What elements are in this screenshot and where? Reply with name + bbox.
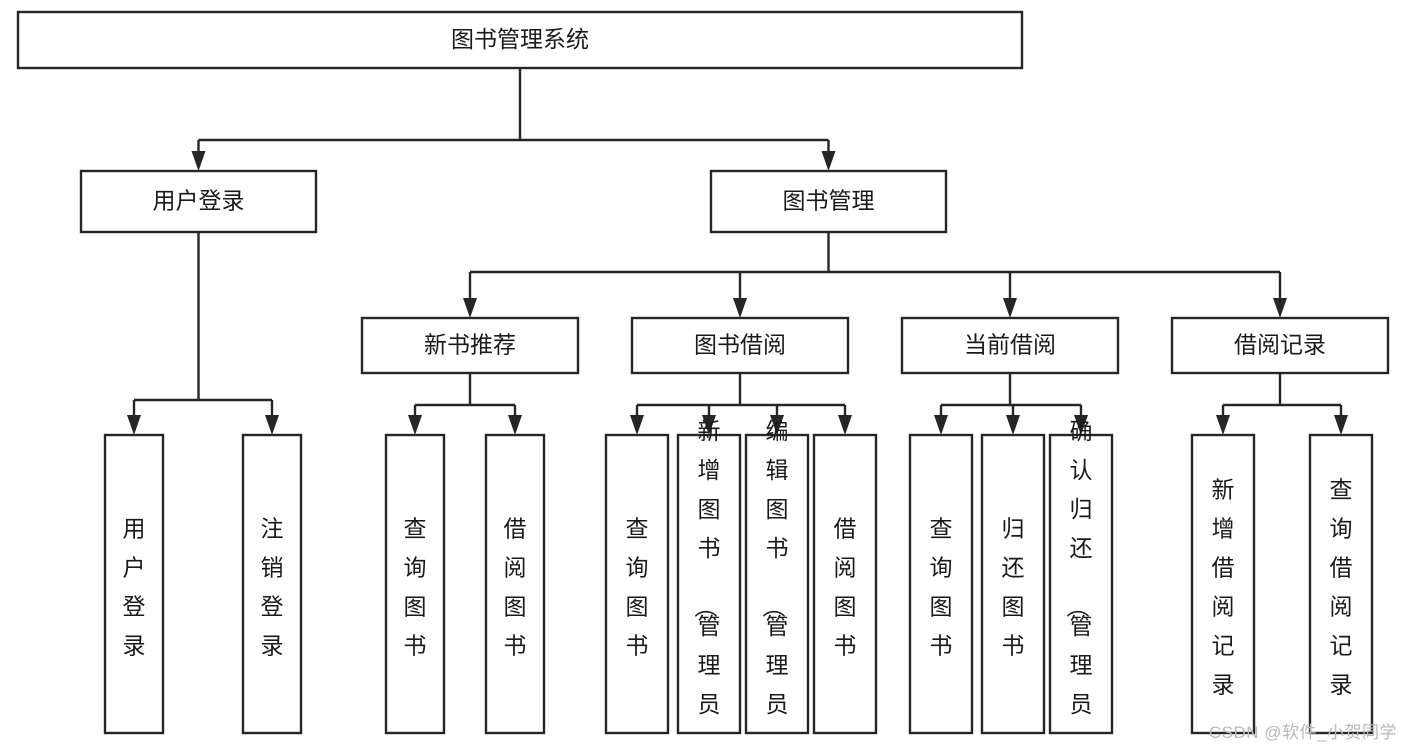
node-leaf-edit-book[interactable]: 编辑图书（管理员） [744,418,810,747]
node-label-leaf-borrow-book-1: 借阅图书 [504,515,527,658]
arrow-icon-leaf-add-book [702,415,716,435]
csdn-watermark: CSDN @软件_小贺同学 [1208,723,1397,742]
arrow-icon-book-manage [821,151,836,171]
node-label-leaf-user-login: 用户登录 [123,515,146,658]
node-box-leaf-user-login [103,433,165,735]
arrow-icon-leaf-return-book [1006,415,1020,435]
node-box-user-login [79,169,318,234]
arrow-icon-leaf-add-record [1216,415,1230,435]
arrow-icon-leaf-confirm-return [1074,415,1088,435]
node-label-leaf-add-record: 新增借阅记录 [1212,476,1235,697]
arrow-icon-leaf-query-book-3 [934,415,948,435]
node-label-leaf-query-record: 查询借阅记录 [1330,476,1353,697]
arrow-icon-borrow-record [1273,298,1287,318]
node-leaf-query-book-1[interactable]: 查询图书 [384,433,446,735]
node-label-leaf-edit-book: 编辑图书（管理员） [761,418,789,747]
node-leaf-add-book[interactable]: 新增图书（管理员） [676,418,742,747]
node-label-borrow-record: 借阅记录 [1234,332,1326,358]
node-box-leaf-query-record [1308,433,1374,735]
node-root[interactable]: 图书管理系统 [16,10,1024,70]
node-book-borrow[interactable]: 图书借阅 [630,316,850,375]
node-box-current-borrow [900,316,1120,375]
node-leaf-query-book-3[interactable]: 查询图书 [908,433,974,735]
node-box-leaf-user-logout [241,433,303,735]
node-label-leaf-return-book: 归还图书 [1002,515,1025,658]
node-box-book-manage [709,169,948,234]
node-label-leaf-query-book-1: 查询图书 [404,515,427,658]
node-box-leaf-add-book [676,433,742,735]
node-book-manage[interactable]: 图书管理 [709,169,948,234]
arrow-icon-leaf-borrow-book-1 [508,415,522,435]
node-label-current-borrow: 当前借阅 [964,332,1056,358]
node-leaf-confirm-return[interactable]: 确认归还（管理员） [1048,418,1114,747]
node-new-book-rec[interactable]: 新书推荐 [360,316,580,375]
node-label-leaf-confirm-return: 确认归还（管理员） [1065,418,1093,747]
node-box-leaf-borrow-book-1 [484,433,546,735]
arrow-icon-user-login [191,151,206,171]
node-leaf-add-record[interactable]: 新增借阅记录 [1190,433,1256,735]
node-leaf-query-record[interactable]: 查询借阅记录 [1308,433,1374,735]
arrow-icon-leaf-query-book-2 [630,415,644,435]
node-box-new-book-rec [360,316,580,375]
node-borrow-record[interactable]: 借阅记录 [1170,316,1390,375]
node-label-leaf-query-book-2: 查询图书 [626,515,649,658]
node-layer: 图书管理系统用户登录图书管理新书推荐图书借阅当前借阅借阅记录用户登录注销登录查询… [16,10,1390,747]
arrow-icon-leaf-borrow-book-2 [838,415,852,435]
arrow-icon-book-borrow [733,298,747,318]
node-box-leaf-query-book-2 [604,433,670,735]
node-user-login[interactable]: 用户登录 [79,169,318,234]
node-label-user-login: 用户登录 [153,188,245,214]
node-label-leaf-user-logout: 注销登录 [261,515,284,658]
arrow-icon-leaf-user-logout [265,415,279,435]
node-box-leaf-return-book [980,433,1046,735]
node-leaf-user-login[interactable]: 用户登录 [103,433,165,735]
node-label-leaf-borrow-book-2: 借阅图书 [834,515,857,658]
node-leaf-return-book[interactable]: 归还图书 [980,433,1046,735]
node-box-leaf-add-record [1190,433,1256,735]
node-box-leaf-borrow-book-2 [812,433,878,735]
node-label-leaf-query-book-3: 查询图书 [930,515,953,658]
connector-layer [127,68,1348,435]
node-label-book-borrow: 图书借阅 [694,332,786,358]
node-label-root: 图书管理系统 [451,26,589,52]
node-label-leaf-add-book: 新增图书（管理员） [693,418,721,747]
node-box-leaf-query-book-3 [908,433,974,735]
node-leaf-query-book-2[interactable]: 查询图书 [604,433,670,735]
node-label-new-book-rec: 新书推荐 [424,332,516,358]
node-leaf-borrow-book-1[interactable]: 借阅图书 [484,433,546,735]
node-box-leaf-query-book-1 [384,433,446,735]
node-leaf-user-logout[interactable]: 注销登录 [241,433,303,735]
node-box-borrow-record [1170,316,1390,375]
arrow-icon-leaf-query-book-1 [408,415,422,435]
node-box-leaf-confirm-return [1048,433,1114,735]
node-label-book-manage: 图书管理 [783,188,875,214]
arrow-icon-leaf-query-record [1334,415,1348,435]
node-box-leaf-edit-book [744,433,810,735]
node-box-root [16,10,1024,70]
node-current-borrow[interactable]: 当前借阅 [900,316,1120,375]
arrow-icon-current-borrow [1003,298,1017,318]
arrow-icon-leaf-user-login [127,415,141,435]
node-box-book-borrow [630,316,850,375]
node-leaf-borrow-book-2[interactable]: 借阅图书 [812,433,878,735]
arrow-icon-leaf-edit-book [770,415,784,435]
arrow-icon-new-book-rec [463,298,477,318]
